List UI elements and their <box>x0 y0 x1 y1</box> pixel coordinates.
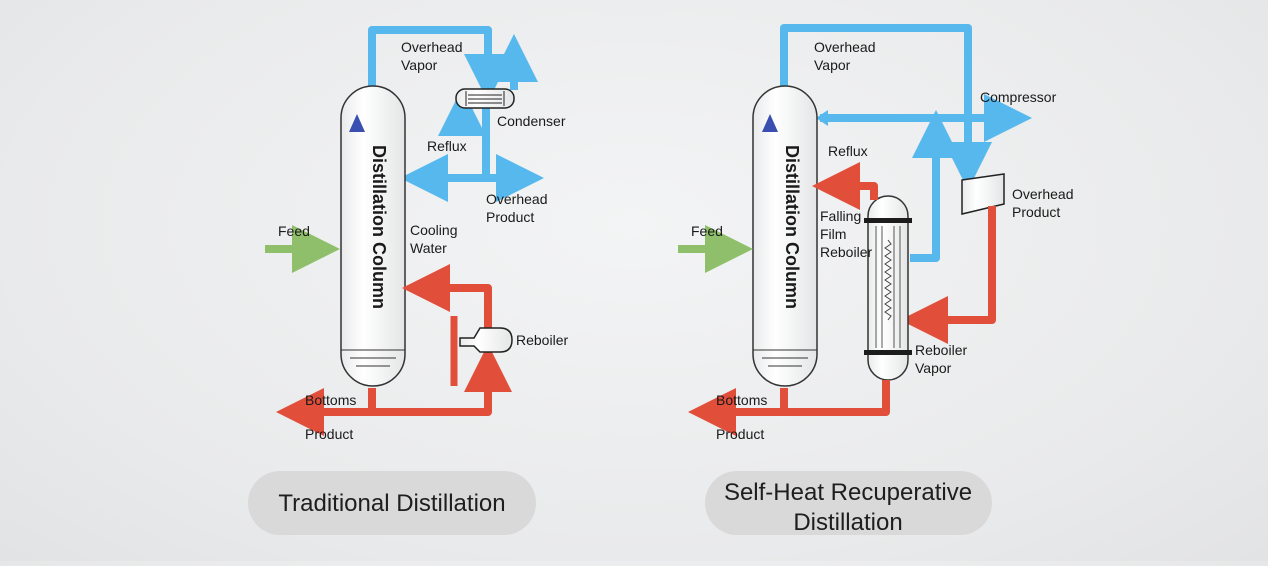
reboiler-vapor-label: Reboiler Vapor <box>915 342 967 376</box>
overhead-product-label: Overhead Product <box>486 191 547 225</box>
svg-text:Overhead: Overhead <box>486 191 547 207</box>
self-heat-caption: Self-Heat Recuperative Distillation <box>705 471 992 536</box>
falling-film-reboiler-icon <box>864 195 912 381</box>
feed-label: Feed <box>691 223 723 239</box>
svg-text:Vapor: Vapor <box>814 57 851 73</box>
svg-text:Reboiler: Reboiler <box>820 244 872 260</box>
bottoms-label: Bottoms <box>716 392 767 408</box>
svg-text:Film: Film <box>820 226 846 242</box>
traditional-caption: Traditional Distillation <box>248 471 536 535</box>
svg-text:Self-Heat Recuperative: Self-Heat Recuperative <box>724 479 972 506</box>
reboiler-return-pipe <box>812 162 878 210</box>
reboiler-label: Reboiler <box>516 332 568 348</box>
bottoms-to-reboiler-pipe <box>784 380 890 416</box>
compressor-label: Compressor <box>980 89 1057 105</box>
bottoms-label: Bottoms <box>305 392 356 408</box>
svg-text:Distillation: Distillation <box>793 509 902 536</box>
overhead-vapor-pipe <box>780 24 992 190</box>
reboiler-feed-pipe <box>372 344 512 416</box>
svg-text:Falling: Falling <box>820 208 861 224</box>
reboiler-return-pipe <box>402 264 492 330</box>
reboiler-icon <box>459 327 513 353</box>
product-label: Product <box>305 426 353 442</box>
overhead-vapor-pipe <box>368 26 512 102</box>
distillation-column: Distillation Column <box>340 85 406 387</box>
column-label: Distillation Column <box>369 145 389 309</box>
compressed-vapor-pipe <box>900 206 996 344</box>
condenser-label: Condenser <box>497 113 566 129</box>
svg-text:Water: Water <box>410 240 447 256</box>
traditional-distillation-diagram: Distillation Column Overhead Vapor Conde… <box>248 26 568 535</box>
column-label: Distillation Column <box>782 145 802 309</box>
svg-text:Overhead: Overhead <box>1012 186 1073 202</box>
svg-text:Vapor: Vapor <box>401 57 438 73</box>
svg-text:Overhead: Overhead <box>401 39 462 55</box>
svg-text:Vapor: Vapor <box>915 360 952 376</box>
svg-text:Product: Product <box>1012 204 1060 220</box>
cooling-water-label: Cooling Water <box>410 222 457 256</box>
feed-label: Feed <box>278 223 310 239</box>
falling-film-reboiler-label: Falling Film Reboiler <box>820 208 872 260</box>
compressor-icon <box>961 173 1005 215</box>
svg-text:Traditional Distillation: Traditional Distillation <box>278 490 505 517</box>
svg-text:Overhead: Overhead <box>814 39 875 55</box>
self-heat-recuperative-diagram: Distillation Column Overhead Vapor Compr… <box>678 24 1073 536</box>
reboiler-vapor-pipe <box>910 110 960 262</box>
overhead-product-label: Overhead Product <box>1012 186 1073 220</box>
condenser-icon <box>455 88 515 109</box>
svg-text:Product: Product <box>486 209 534 225</box>
reflux-label: Reflux <box>427 138 467 154</box>
overhead-vapor-label: Overhead Vapor <box>814 39 875 73</box>
reflux-label: Reflux <box>828 143 868 159</box>
svg-text:Cooling: Cooling <box>410 222 457 238</box>
overhead-vapor-label: Overhead Vapor <box>401 39 462 73</box>
product-label: Product <box>716 426 764 442</box>
svg-text:Reboiler: Reboiler <box>915 342 967 358</box>
distillation-column: Distillation Column <box>752 85 818 387</box>
